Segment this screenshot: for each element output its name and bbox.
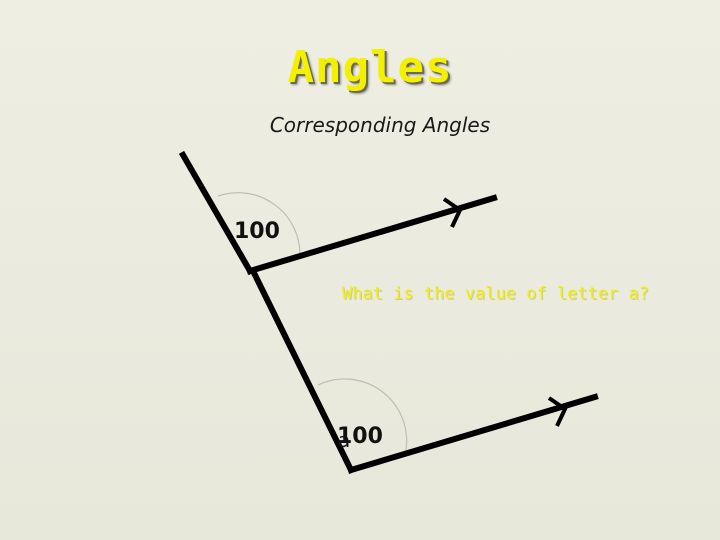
top-angle-arc bbox=[217, 192, 301, 255]
upper-parallel-arrow-mark bbox=[442, 197, 463, 228]
bottom-angle-arc bbox=[317, 378, 408, 451]
question-text: What is the value of letter a? bbox=[342, 284, 650, 304]
slide-subtitle: Corresponding Angles bbox=[269, 113, 491, 137]
transversal-lower-line bbox=[250, 270, 356, 475]
lower-parallel-arrow-mark bbox=[547, 396, 568, 427]
bottom-angle-value: 100 bbox=[337, 424, 383, 449]
transversal-line bbox=[178, 150, 255, 276]
lower-parallel-line bbox=[347, 393, 599, 474]
top-angle-value: 100 bbox=[234, 219, 280, 244]
upper-parallel-line bbox=[246, 194, 498, 275]
bottom-angle-letter: a bbox=[338, 428, 351, 452]
slide-title: Angles bbox=[287, 42, 453, 93]
